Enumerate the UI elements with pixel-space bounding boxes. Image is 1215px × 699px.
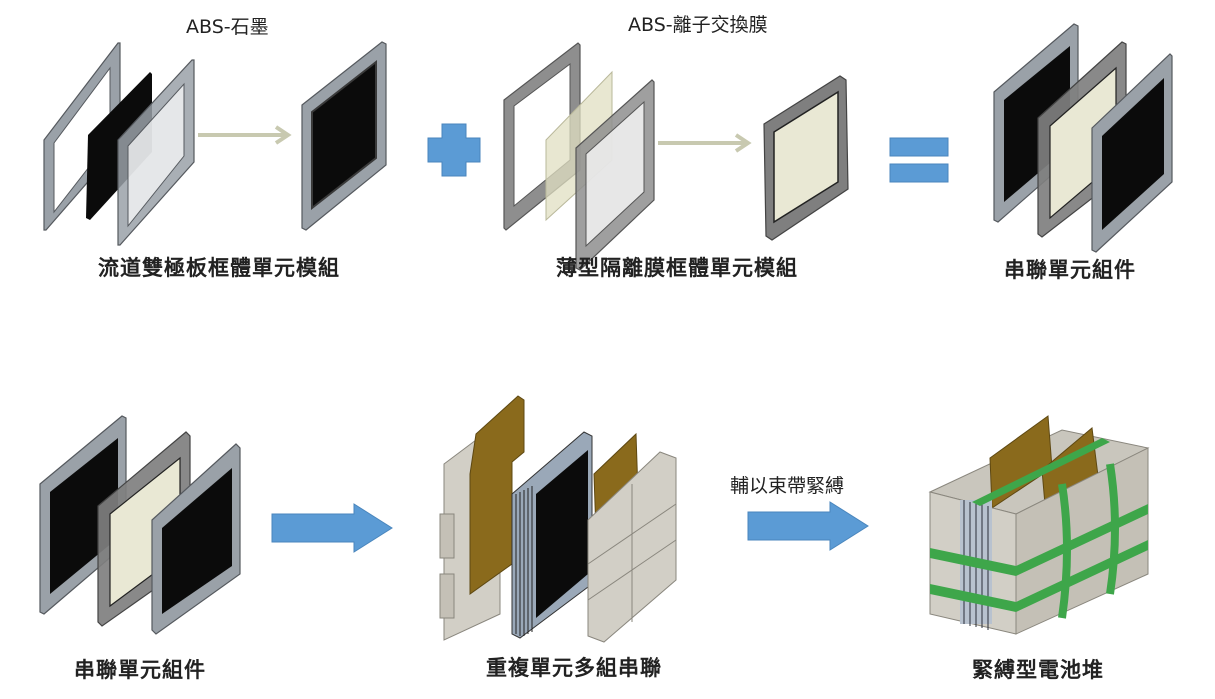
end-plate-right — [587, 451, 677, 643]
plus-icon — [427, 123, 481, 177]
material-label-abs-membrane: ABS-離子交換膜 — [628, 14, 768, 36]
assembled-bipolar-plate-illustration — [301, 41, 387, 231]
equals-icon — [889, 137, 949, 183]
cell-stack — [511, 431, 593, 639]
strap-binding-label: 輔以束帶緊縛 — [730, 475, 845, 497]
membrane-frame-front — [575, 79, 655, 271]
caption-repeat-unit-series: 重複單元多組串聯 — [486, 656, 662, 680]
exploded-stack-illustration — [439, 395, 677, 643]
arrow-assemble-bipolar — [198, 125, 292, 145]
material-label-abs-graphite: ABS-石墨 — [186, 16, 269, 38]
assembled-membrane-frame-illustration — [763, 75, 849, 241]
caption-bipolar-plate-module: 流道雙極板框體單元模組 — [98, 256, 340, 280]
series-cell-assembly-bottom-illustration — [39, 415, 241, 635]
arrow-repeat-stack — [271, 503, 393, 553]
current-collector-left — [469, 395, 525, 595]
caption-series-cell-assembly-bottom: 串聯單元組件 — [74, 658, 206, 682]
caption-membrane-frame-module: 薄型隔離膜框體單元模組 — [556, 256, 798, 280]
caption-series-cell-assembly: 串聯單元組件 — [1004, 258, 1136, 282]
exploded-bipolar-plate-illustration — [43, 42, 195, 246]
frame-front — [117, 59, 195, 246]
bipolar-plate-right — [1091, 53, 1173, 253]
bipolar-plate-right — [151, 443, 241, 635]
frame-back — [43, 42, 121, 231]
arrow-assemble-membrane — [658, 133, 752, 153]
binding-straps — [930, 438, 1148, 619]
exploded-membrane-frame-illustration — [503, 42, 655, 271]
arrow-strap-binding — [747, 501, 869, 551]
strapped-stack-illustration — [928, 415, 1150, 635]
caption-bound-battery-stack: 緊縛型電池堆 — [972, 658, 1104, 682]
series-cell-assembly-illustration — [993, 23, 1173, 253]
